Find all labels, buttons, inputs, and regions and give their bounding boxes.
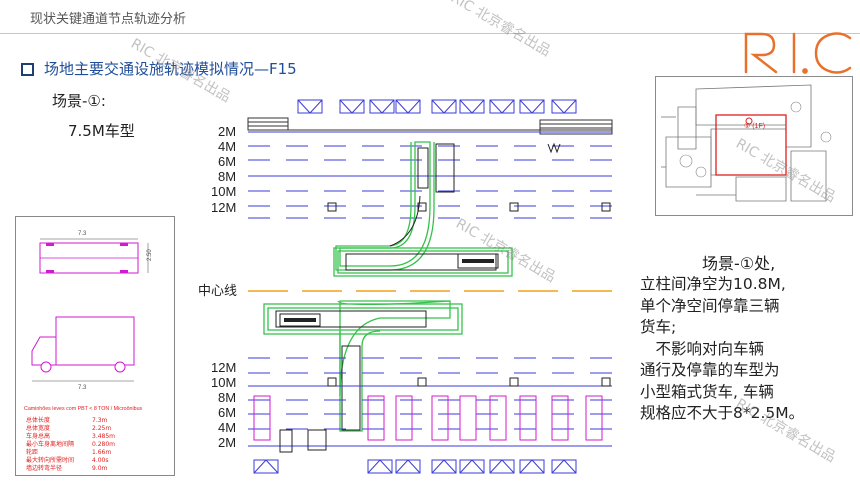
spec-row-label: 车身总高 xyxy=(26,432,50,440)
spec-row-label: 总体宽度 xyxy=(26,424,50,432)
description-heading: 场景-①处, xyxy=(702,254,776,273)
description-line: 规格应不大于8*2.5M。 xyxy=(640,404,805,422)
spec-row-value: 9.0m xyxy=(92,465,108,472)
lane-label-bottom-2m: 2M xyxy=(218,435,236,450)
lane-label-bottom-10m: 10M xyxy=(211,375,236,390)
trajectory-drawing: 2M 4M 6M 8M 10M 12M 中心线 xyxy=(198,99,613,474)
vehicle-spec-panel: 7.3 2.50 7.3 Caminhões leves com PBT < 8… xyxy=(15,216,175,476)
spec-top-dim: 7.3 xyxy=(78,231,87,237)
spec-row-value: 1.66m xyxy=(92,449,111,456)
lane-label-top-4m: 4M xyxy=(218,139,236,154)
description-line: 不影响对向车辆 xyxy=(640,339,765,358)
spec-row-value: 7.3m xyxy=(92,417,108,424)
lane-label-bottom-4m: 4M xyxy=(218,420,236,435)
spec-row-value: 4.00s xyxy=(92,457,109,464)
spec-side-dim: 2.50 xyxy=(147,249,153,261)
lane-label-top-2m: 2M xyxy=(218,124,236,139)
spec-caption: Caminhões leves com PBT < 8 TON / Microô… xyxy=(24,406,143,412)
vehicle-model-label: 7.5M车型 xyxy=(68,122,135,140)
ric-logo xyxy=(742,28,857,82)
spec-row-value: 3.485m xyxy=(92,433,115,440)
description-line: 通行及停靠的车型为 xyxy=(640,361,780,379)
lane-label-top-6m: 6M xyxy=(218,154,236,169)
lane-label-top-10m: 10M xyxy=(211,184,236,199)
site-plan-marker: ① (1F) xyxy=(744,122,765,130)
section-title: 场地主要交通设施轨迹模拟情况—F15 xyxy=(44,60,297,78)
site-plan-inset: ① (1F) xyxy=(655,76,853,216)
scene-label: 场景-①: xyxy=(52,92,106,110)
lane-label-top-12m: 12M xyxy=(211,200,236,215)
description-line: 单个净空间停靠三辆 xyxy=(640,296,780,315)
center-line-label: 中心线 xyxy=(198,283,237,298)
lane-label-bottom-12m: 12M xyxy=(211,360,236,375)
page-header-title: 现状关键通道节点轨迹分析 xyxy=(30,12,187,27)
spec-row-value: 0.280m xyxy=(92,441,115,448)
spec-row-label: 总体长度 xyxy=(26,416,50,424)
ric-logo-graphic xyxy=(744,32,852,74)
spec-row-value: 2.25m xyxy=(92,425,111,432)
trajectory-diagram: 2M 4M 6M 8M 10M 12M 中心线 xyxy=(190,96,630,483)
lane-label-top-8m: 8M xyxy=(218,169,236,184)
description-line: 货车; xyxy=(640,318,677,336)
lane-label-bottom-6m: 6M xyxy=(218,405,236,420)
spec-side-view-dim: 7.3 xyxy=(78,385,87,391)
spec-row-label: 墙边转弯半径 xyxy=(26,464,62,472)
description-line: 小型箱式货车, 车辆 xyxy=(640,382,774,401)
spec-row-label: 最小车身离地间隔 xyxy=(26,440,74,448)
spec-row-label: 轮距 xyxy=(26,448,38,456)
spec-row-label: 最大转向所需时间 xyxy=(26,456,74,464)
site-plan-drawing: ① (1F) xyxy=(661,84,832,202)
section-bullet-icon xyxy=(21,63,34,76)
description-line: 立柱间净空为10.8M, xyxy=(640,275,786,293)
description-body: 立柱间净空为10.8M, 单个净空间停靠三辆 货车; 不影响对向车辆 通行及停靠… xyxy=(640,274,830,425)
vehicle-spec-drawing: 7.3 2.50 7.3 Caminhões leves com PBT < 8… xyxy=(24,231,153,472)
header-divider xyxy=(0,33,860,34)
lane-label-bottom-8m: 8M xyxy=(218,390,236,405)
watermark: RIC 北京睿名出品 xyxy=(448,0,554,60)
